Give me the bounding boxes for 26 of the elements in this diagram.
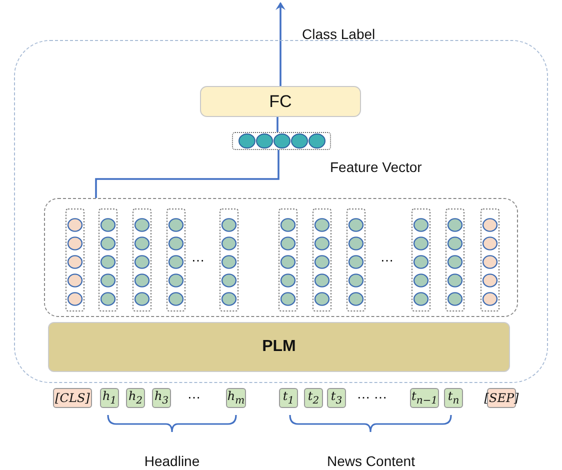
hidden-states-frame — [44, 198, 518, 317]
ellipsis: ⋯ — [380, 253, 394, 268]
ellipsis: ⋯ — [192, 253, 204, 268]
outer-dashed-frame — [14, 40, 548, 383]
connector-line — [95, 150, 280, 198]
token-box: t$_{n−1}$ — [410, 388, 439, 408]
node-label: Feature Vector — [330, 159, 422, 175]
token-box: h$_{m}$ — [226, 388, 246, 408]
token-box: t$_{n}$ — [444, 388, 463, 408]
special-token-box: [CLS] — [53, 388, 92, 408]
token-box: h$_{2}$ — [126, 388, 145, 408]
token-box: t$_{2}$ — [304, 388, 323, 408]
group-label: Headline — [144, 453, 200, 469]
token-box: t$_{3}$ — [327, 388, 346, 408]
connector-line — [276, 117, 278, 132]
group-label: News Content — [327, 453, 415, 469]
ellipsis: ⋯ ⋯ — [357, 390, 387, 405]
token-box: h$_{1}$ — [100, 388, 119, 408]
ellipsis: ⋯ — [188, 390, 200, 405]
feature-vector — [232, 132, 331, 150]
plm-block: PLM — [48, 322, 510, 372]
token-box: t$_{1}$ — [279, 388, 298, 408]
token-box: h$_{3}$ — [152, 388, 171, 408]
arrow — [276, 2, 286, 86]
output-label: Class Label — [302, 26, 376, 42]
fc-layer-box: FC — [200, 86, 361, 117]
